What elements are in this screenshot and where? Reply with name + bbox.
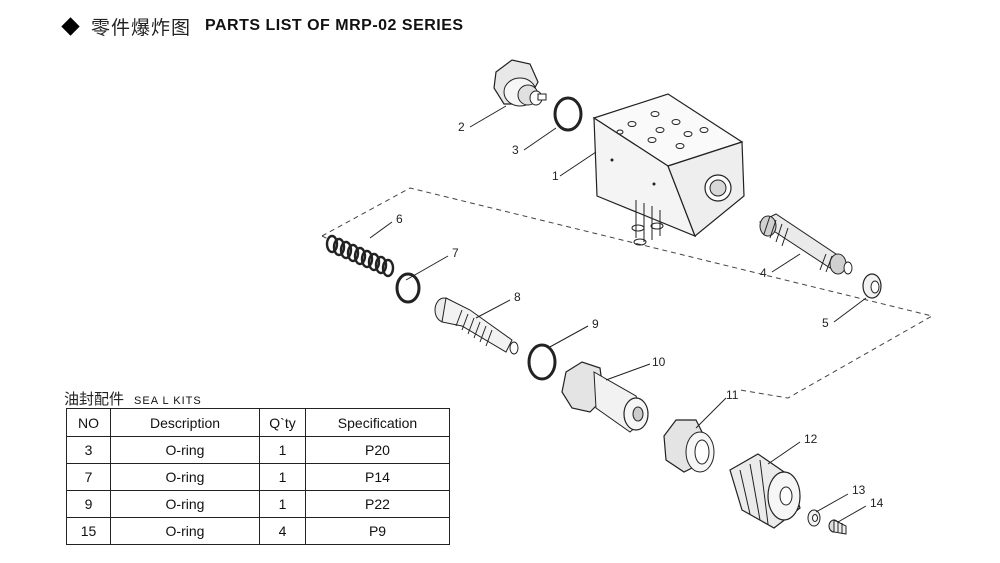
cell-description: O-ring: [110, 463, 260, 491]
table-header-row: NO Description Q`ty Specification: [66, 408, 450, 437]
callout-9: 9: [592, 317, 599, 331]
seal-kits-title-english: SEA L KITS: [134, 395, 202, 407]
part-9-o-ring: [527, 343, 557, 381]
callout-13: 13: [852, 483, 866, 497]
callout-6: 6: [396, 212, 403, 226]
table-row: 15 O-ring 4 P9: [66, 517, 450, 545]
table-row: 7 O-ring 1 P14: [66, 463, 450, 491]
callout-12: 12: [804, 432, 818, 446]
page-header: 零件爆炸图 PARTS LIST OF MRP-02 SERIES: [61, 12, 464, 40]
header-no: NO: [66, 408, 111, 437]
part-1-valve-body: [592, 93, 745, 246]
callout-3: 3: [512, 143, 519, 157]
part-11-lock-nut: [663, 419, 715, 473]
part-12-knob: [729, 453, 801, 529]
header-description: Description: [110, 408, 260, 437]
cell-no: 7: [66, 463, 111, 491]
part-6-spring: [325, 234, 395, 278]
leader-lines: [369, 105, 867, 523]
table-row: 9 O-ring 1 P22: [66, 490, 450, 518]
cell-qty: 1: [259, 436, 306, 464]
seal-kits-table: NO Description Q`ty Specification 3 O-ri…: [66, 408, 450, 545]
seal-kits-title-chinese: 油封配件: [64, 390, 125, 408]
part-14-screw: [828, 519, 847, 535]
callout-11: 11: [726, 388, 739, 402]
callout-7: 7: [452, 246, 459, 260]
seal-kits-title: 油封配件 SEA L KITS: [64, 388, 202, 409]
cell-no: 9: [66, 490, 111, 518]
part-7-o-ring: [395, 272, 421, 304]
part-2-plug: [493, 59, 547, 107]
header-qty: Q`ty: [259, 408, 306, 437]
title-chinese: 零件爆炸图: [91, 16, 192, 39]
cell-spec: P9: [305, 517, 450, 545]
part-13-washer: [807, 509, 821, 527]
callout-8: 8: [514, 290, 521, 304]
cell-qty: 1: [259, 463, 306, 491]
table-row: 3 O-ring 1 P20: [66, 436, 450, 464]
cell-spec: P14: [305, 463, 450, 491]
part-3-o-ring: [553, 96, 583, 132]
callout-4: 4: [760, 266, 767, 280]
cell-no: 3: [66, 436, 111, 464]
cell-spec: P22: [305, 490, 450, 518]
header-specification: Specification: [305, 408, 450, 437]
part-8-poppet: [434, 297, 519, 355]
part-10-sleeve: [561, 361, 649, 433]
cell-description: O-ring: [110, 436, 260, 464]
callout-14: 14: [870, 496, 884, 510]
part-4-spool: [758, 213, 853, 275]
cell-qty: 1: [259, 490, 306, 518]
callout-2: 2: [458, 120, 465, 134]
cell-qty: 4: [259, 517, 306, 545]
callout-5: 5: [822, 316, 829, 330]
cell-description: O-ring: [110, 490, 260, 518]
title-english: PARTS LIST OF MRP-02 SERIES: [205, 17, 464, 34]
callout-10: 10: [652, 355, 666, 369]
part-5-washer: [862, 273, 882, 299]
assembly-dashed-outline: [321, 187, 934, 399]
cell-spec: P20: [305, 436, 450, 464]
callout-1: 1: [552, 169, 559, 183]
cell-no: 15: [66, 517, 111, 545]
cell-description: O-ring: [110, 517, 260, 545]
